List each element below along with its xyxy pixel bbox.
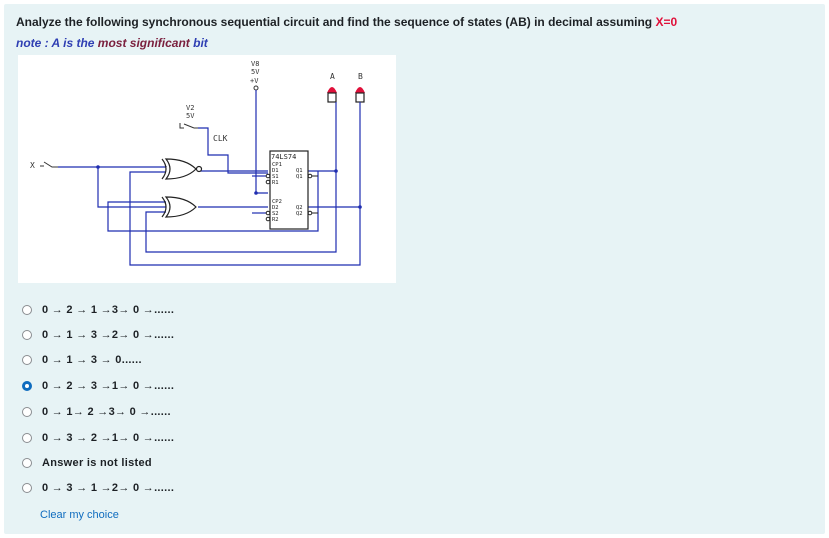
question-text: Analyze the following synchronous sequen…: [16, 15, 677, 29]
xor-gate-1-icon: [161, 158, 203, 180]
note-prefix: note : A is the: [16, 36, 98, 50]
circuit-svg: V8 5V +V A B V2 5V CLK X: [30, 60, 365, 266]
option-2[interactable]: 0 → 1 → 3 →2→ 0 →......: [22, 325, 174, 345]
probe-b-box: [355, 92, 365, 103]
chip-label: 74LS74: [271, 153, 296, 161]
note-emphasis: most significant: [97, 36, 190, 50]
option-7[interactable]: Answer is not listed: [22, 453, 152, 473]
question-note: note : A is the most significant bit: [16, 36, 208, 50]
option-2-label: 0 → 1 → 3 →2→ 0 →......: [42, 329, 175, 341]
pin-d2: D2: [272, 205, 279, 211]
option-3-label: 0 → 1 → 3 → 0......: [42, 354, 142, 366]
pin-s1: S1: [272, 174, 279, 180]
option-6-label: 0 → 3 → 2 →1→ 0 →......: [42, 432, 175, 444]
v8-terminal: [253, 85, 259, 91]
note-suffix: bit: [189, 36, 208, 50]
radio-option-8[interactable]: [22, 483, 32, 493]
pin-r1: R1: [272, 180, 279, 186]
option-1-label: 0 → 2 → 1 →3→ 0 →......: [42, 304, 175, 316]
xor-gate-2-icon: [161, 196, 197, 218]
v8-volts: 5V: [251, 68, 260, 76]
wires: [58, 90, 361, 266]
pin-q2-bar: Q2: [296, 211, 303, 217]
question-prompt: Analyze the following synchronous sequen…: [16, 15, 656, 29]
pin-r2: R2: [272, 217, 279, 223]
option-7-label: Answer is not listed: [42, 457, 152, 469]
pin-cp2: CP2: [272, 199, 282, 205]
option-5[interactable]: 0 → 1→ 2 →3→ 0 →......: [22, 402, 171, 422]
option-1[interactable]: 0 → 2 → 1 →3→ 0 →......: [22, 300, 174, 320]
v2-label: V2: [186, 104, 194, 112]
option-6[interactable]: 0 → 3 → 2 →1→ 0 →......: [22, 428, 174, 448]
x-switch-icon: [40, 161, 58, 168]
circuit-diagram: V8 5V +V A B V2 5V CLK X: [18, 55, 396, 283]
radio-option-6[interactable]: [22, 433, 32, 443]
radio-option-3[interactable]: [22, 355, 32, 365]
radio-option-7[interactable]: [22, 458, 32, 468]
option-4-label: 0 → 2 → 3 →1→ 0 →......: [42, 380, 175, 392]
radio-option-5[interactable]: [22, 407, 32, 417]
probe-b-label: B: [358, 72, 363, 81]
radio-option-2[interactable]: [22, 330, 32, 340]
option-8-label: 0 → 3 → 1 →2→ 0 →......: [42, 482, 175, 494]
v2-switch-icon: [179, 123, 198, 129]
option-3[interactable]: 0 → 1 → 3 → 0......: [22, 350, 142, 370]
probe-a-label: A: [330, 72, 335, 81]
clk-label: CLK: [213, 134, 228, 143]
pin-q1: Q1: [296, 168, 303, 174]
radio-option-4[interactable]: [22, 381, 32, 391]
v8-label: V8: [251, 60, 259, 68]
option-4[interactable]: 0 → 2 → 3 →1→ 0 →......: [22, 376, 174, 396]
clear-choice-link[interactable]: Clear my choice: [40, 509, 119, 521]
pin-q2: Q2: [296, 205, 303, 211]
probe-b-led-icon: [355, 87, 365, 93]
question-condition: X=0: [655, 15, 678, 29]
x-input-label: X: [30, 161, 35, 170]
v8-plus: +V: [250, 77, 259, 85]
chip-74ls74: [269, 150, 309, 230]
v2-volts: 5V: [186, 112, 195, 120]
radio-option-1[interactable]: [22, 305, 32, 315]
option-5-label: 0 → 1→ 2 →3→ 0 →......: [42, 406, 171, 418]
pin-d1: D1: [272, 168, 279, 174]
probe-a-box: [327, 92, 337, 103]
probe-a-led-icon: [327, 87, 337, 93]
pin-s2: S2: [272, 211, 279, 217]
pin-cp1: CP1: [272, 162, 282, 168]
option-8[interactable]: 0 → 3 → 1 →2→ 0 →......: [22, 478, 174, 498]
pin-q1-bar: Q1: [296, 174, 303, 180]
